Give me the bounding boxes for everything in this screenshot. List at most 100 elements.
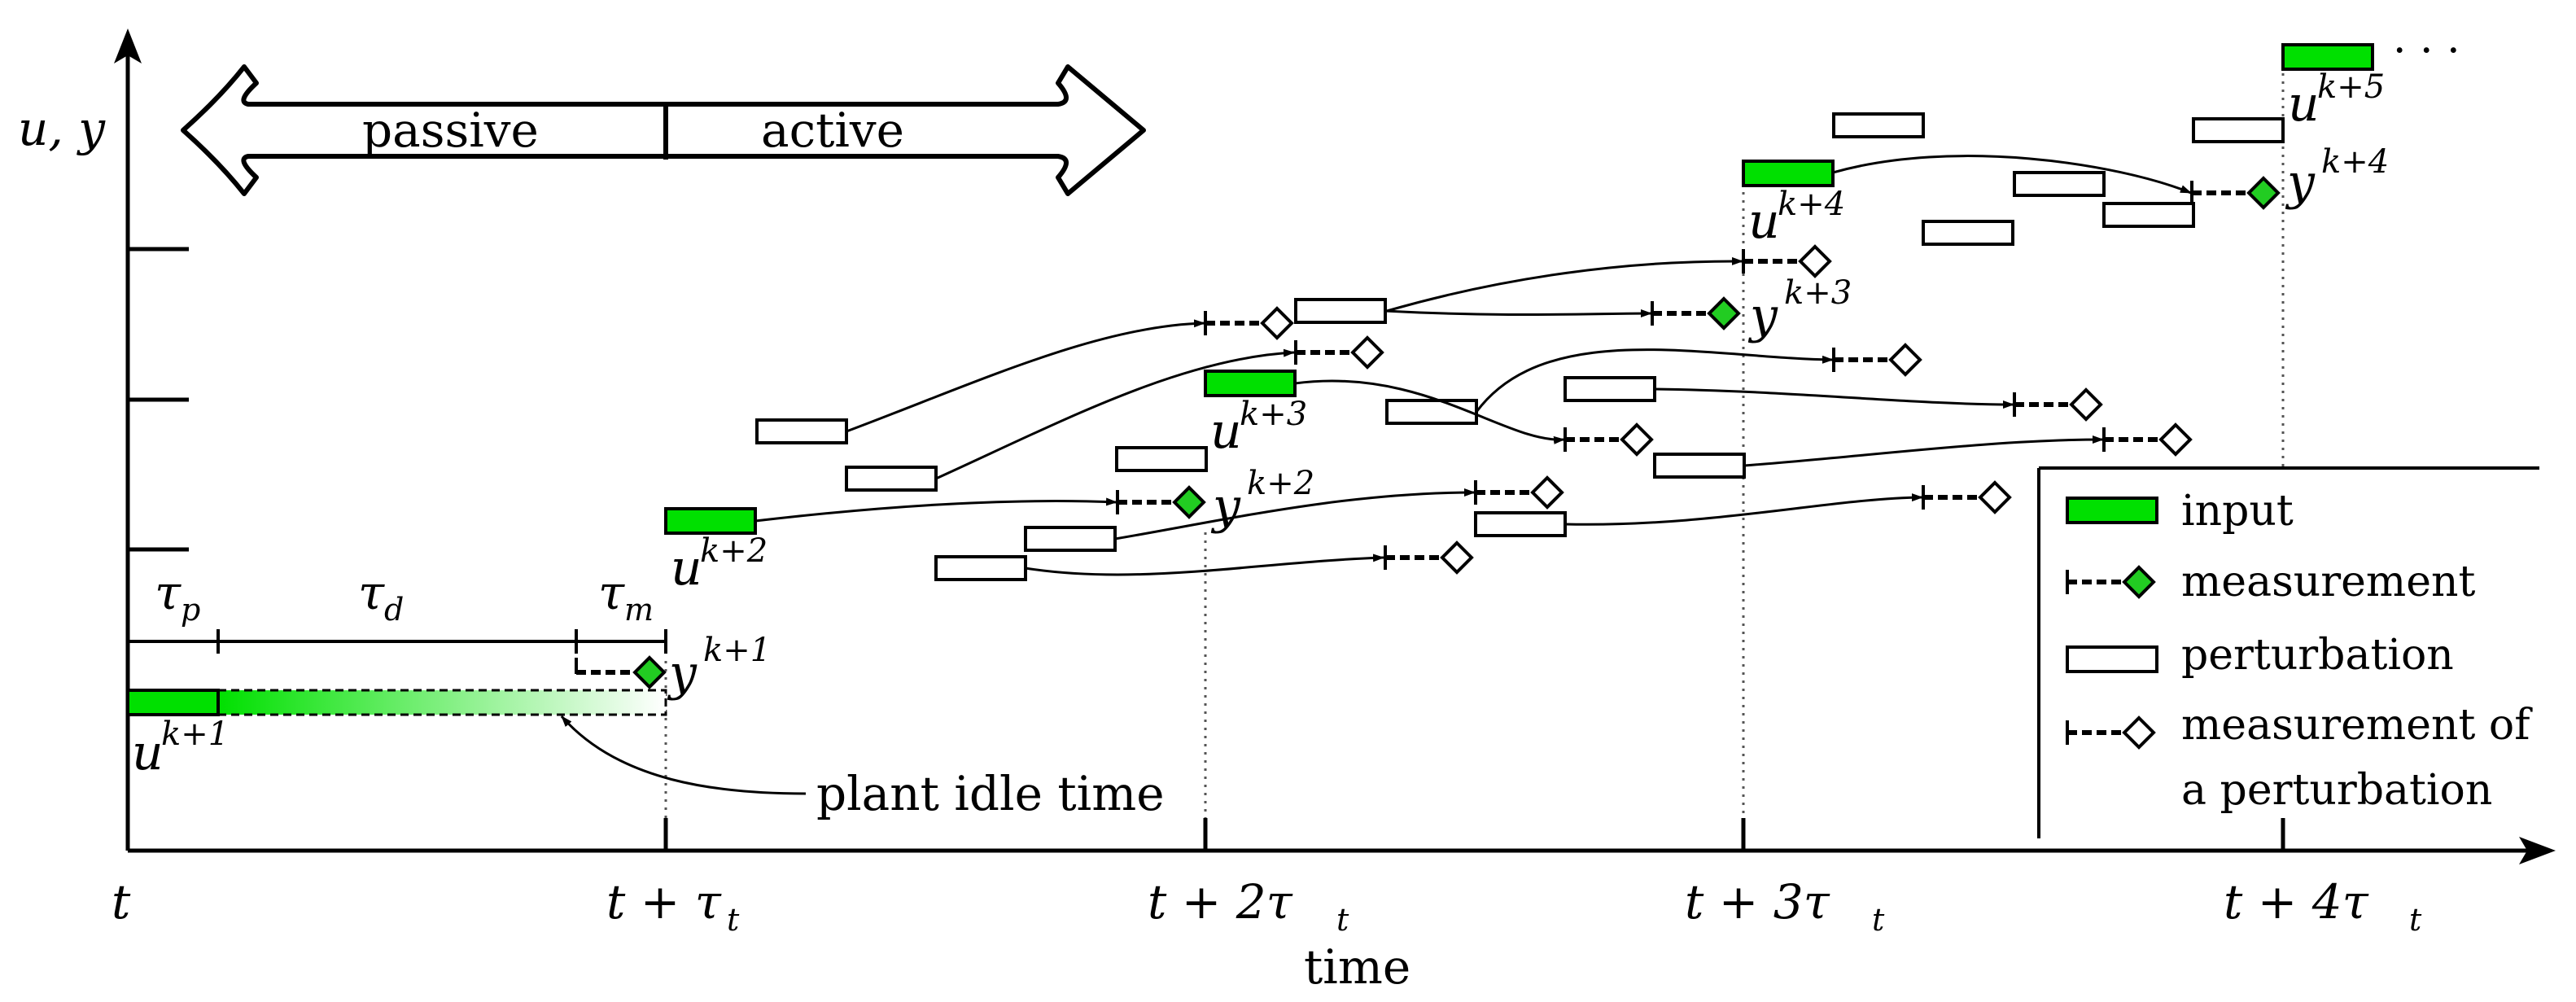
x-tick-label-t3: t + 3τ t xyxy=(1685,874,1885,938)
svg-text:y: y xyxy=(2285,154,2316,211)
svg-text:τ: τ xyxy=(155,565,182,620)
svg-text:y: y xyxy=(667,645,698,702)
connection-curves xyxy=(754,155,2192,576)
passive-active-arrow: passive active xyxy=(181,64,1146,196)
perturbation-measurement xyxy=(1742,244,1832,278)
perturbation-measurement xyxy=(1922,480,2012,514)
measurement-yk2: y k+2 xyxy=(1116,465,1314,535)
perturbation-measurement xyxy=(2013,387,2103,422)
input-uk4: u k+4 xyxy=(1742,160,1845,250)
perturbation-measurement xyxy=(1294,335,1384,370)
svg-text:u: u xyxy=(1210,403,1242,460)
perturbation-box xyxy=(1922,220,2014,246)
ellipsis: · · · xyxy=(2393,27,2460,76)
svg-text:measurement of: measurement of xyxy=(2181,701,2533,750)
svg-text:τ: τ xyxy=(358,565,385,620)
svg-text:u: u xyxy=(2288,76,2320,133)
svg-text:τ: τ xyxy=(598,565,625,620)
perturbation-box xyxy=(1385,399,1478,425)
legend: input measurement perturbation measureme… xyxy=(2037,466,2539,838)
svg-text:y: y xyxy=(1210,478,1241,535)
perturbation-measurement xyxy=(1474,475,1564,510)
svg-text:u: u xyxy=(671,540,702,597)
svg-text:t: t xyxy=(2409,902,2422,938)
legend-perturbation: perturbation xyxy=(2066,631,2454,680)
x-tick-label-t2: t + 2τ t xyxy=(1148,874,1349,938)
x-axis-label: time xyxy=(1304,939,1410,995)
perturbations xyxy=(755,112,2285,581)
svg-text:k+1: k+1 xyxy=(703,632,771,669)
active-label: active xyxy=(761,103,904,158)
y-axis xyxy=(114,28,189,851)
svg-text:y: y xyxy=(1747,287,1778,344)
perturbation-box xyxy=(1474,511,1567,537)
perturbation-box xyxy=(2102,202,2195,228)
measurement-yk3: y k+3 xyxy=(1651,274,1852,344)
x-tick-label-t4: t + 4τ t xyxy=(2224,874,2422,938)
perturbation-measurement xyxy=(1204,306,1294,340)
svg-text:perturbation: perturbation xyxy=(2181,631,2454,680)
perturbation-measurement xyxy=(1832,343,1922,377)
svg-text:k+5: k+5 xyxy=(2317,68,2385,106)
svg-text:k+1: k+1 xyxy=(161,715,229,753)
svg-text:t: t xyxy=(1872,902,1885,938)
perturbation-box xyxy=(1832,112,1925,138)
perturbation-measurement xyxy=(1384,540,1474,575)
svg-text:k+4: k+4 xyxy=(2321,143,2389,181)
legend-measurement: measurement xyxy=(2066,558,2475,606)
svg-text:p: p xyxy=(181,592,200,628)
perturbation-measurements xyxy=(1204,244,2193,575)
input-uk3: u k+3 xyxy=(1204,370,1307,460)
measurement-yk4: y k+4 xyxy=(2190,143,2389,211)
input-uk5: u k+5 xyxy=(2281,43,2385,133)
svg-text:k+4: k+4 xyxy=(1778,186,1845,223)
svg-text:u: u xyxy=(1748,193,1780,250)
perturbation-box xyxy=(934,555,1027,581)
svg-text:t + 4τ: t + 4τ xyxy=(2224,874,2369,930)
perturbation-box xyxy=(1115,446,1208,472)
perturbation-measurement xyxy=(2102,422,2193,457)
perturbation-box xyxy=(1653,453,1746,479)
x-tick-label-t1: t + τ t xyxy=(606,874,740,938)
svg-text:t + 2τ: t + 2τ xyxy=(1148,874,1293,930)
x-tick-label-t0: t xyxy=(112,874,131,930)
svg-text:k+3: k+3 xyxy=(1240,396,1307,433)
tau-p-label: τ p xyxy=(155,565,200,628)
svg-text:m: m xyxy=(624,592,654,628)
x-axis xyxy=(128,837,2556,864)
tau-m-label: τ m xyxy=(598,565,654,628)
svg-text:k+2: k+2 xyxy=(700,532,768,570)
perturbation-box xyxy=(1564,376,1656,402)
perturbation-measurement xyxy=(1564,422,1654,457)
idle-time-annotation: plant idle time xyxy=(560,715,1165,821)
svg-text:k+3: k+3 xyxy=(1784,274,1852,312)
perturbation-box xyxy=(755,418,848,444)
svg-text:input: input xyxy=(2181,487,2294,536)
input-uk1: u k+1 xyxy=(126,689,667,781)
perturbation-box xyxy=(2013,171,2106,197)
period-markers xyxy=(664,65,2285,851)
perturbation-box xyxy=(845,466,938,492)
y-axis-label: u, y xyxy=(18,101,106,156)
tau-d-label: τ d xyxy=(358,565,404,628)
svg-text:k+2: k+2 xyxy=(1247,465,1314,502)
measurement-yk1: y k+1 xyxy=(575,632,771,702)
svg-text:d: d xyxy=(384,592,404,628)
perturbation-box xyxy=(1294,298,1387,324)
svg-text:u: u xyxy=(132,724,164,781)
svg-text:t + 3τ: t + 3τ xyxy=(1685,874,1830,930)
svg-text:a perturbation: a perturbation xyxy=(2181,766,2492,815)
perturbation-box xyxy=(1024,526,1117,552)
svg-text:t + τ: t + τ xyxy=(606,874,722,930)
legend-input: input xyxy=(2066,487,2294,536)
svg-text:t: t xyxy=(727,902,740,938)
perturbation-box xyxy=(2192,117,2285,143)
svg-text:measurement: measurement xyxy=(2181,558,2475,606)
svg-text:t: t xyxy=(1336,902,1349,938)
svg-text:plant idle time: plant idle time xyxy=(816,766,1165,821)
timing-intervals: τ p τ d τ m xyxy=(128,565,667,654)
input-uk2: u k+2 xyxy=(664,507,768,597)
legend-perturbation-measurement: measurement of a perturbation xyxy=(2066,701,2533,815)
